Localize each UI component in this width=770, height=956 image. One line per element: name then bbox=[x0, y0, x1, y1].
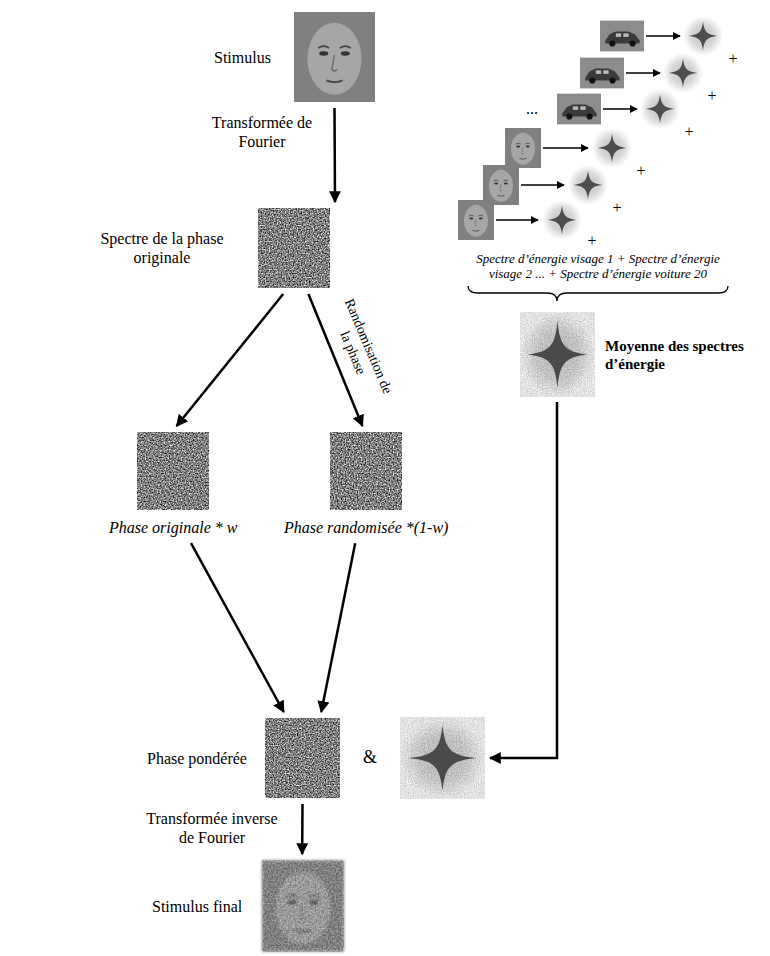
illustration-part bbox=[262, 860, 344, 952]
image-box: Phase randomisée *(1-w) bbox=[330, 432, 402, 510]
phase-noise bbox=[258, 208, 330, 288]
illustration-part bbox=[600, 21, 644, 52]
annotation-label: ... bbox=[524, 99, 540, 118]
sum-brace bbox=[468, 286, 728, 301]
flow-arrow bbox=[191, 543, 284, 712]
stimulus-face bbox=[294, 12, 375, 102]
illustration-part bbox=[580, 58, 624, 89]
illustration-part bbox=[265, 718, 340, 798]
illustration-part bbox=[640, 89, 680, 129]
annotation-label: + bbox=[727, 49, 740, 68]
image-box: Stimulus final bbox=[262, 860, 344, 952]
annotation-label: + bbox=[611, 198, 624, 217]
illustration-part bbox=[490, 402, 557, 758]
edge-label: Transformée de Fourier bbox=[198, 113, 327, 151]
illustration-part bbox=[483, 165, 519, 205]
node-label: Moyenne des spectres d’énergie bbox=[605, 337, 745, 373]
image-box: Stimulus bbox=[293, 12, 376, 102]
flow-arrow bbox=[177, 294, 284, 426]
illustration-part bbox=[663, 53, 703, 93]
image-box: Spectre de la phase originale bbox=[258, 208, 330, 288]
small-arrows bbox=[496, 36, 680, 220]
thumbnail-spectra bbox=[542, 16, 723, 240]
illustration-part bbox=[626, 72, 660, 74]
annotation-label: & bbox=[361, 747, 379, 769]
illustration-part bbox=[137, 432, 209, 510]
edge-label: Transformée inverse de Fourier bbox=[135, 809, 289, 847]
illustration-part bbox=[542, 200, 582, 240]
illustration-part bbox=[520, 312, 595, 397]
node-label: Phase originale * w bbox=[109, 518, 237, 537]
illustration-part bbox=[543, 147, 588, 149]
annotation-label: Spectre d’énergie visage 1 + Spectre d’é… bbox=[459, 251, 738, 282]
illustration-part bbox=[262, 860, 344, 951]
illustration-part bbox=[496, 219, 538, 221]
flow-arrow bbox=[333, 108, 336, 202]
illustration-part bbox=[400, 717, 485, 799]
image-box: Phase originale * w bbox=[137, 432, 209, 510]
illustration-part bbox=[458, 200, 494, 240]
illustration-part bbox=[262, 860, 344, 951]
node-label: Stimulus bbox=[214, 48, 271, 67]
phase-noise bbox=[137, 432, 209, 510]
illustration-part bbox=[592, 128, 632, 168]
flow-arrow bbox=[301, 804, 304, 854]
flow-arrow bbox=[321, 543, 355, 712]
energy-spectrum bbox=[520, 312, 595, 397]
phase-noise bbox=[265, 718, 340, 798]
energy-spectrum bbox=[400, 717, 485, 799]
illustration-part bbox=[646, 35, 680, 37]
annotation-label: + bbox=[635, 161, 648, 180]
node-label: Spectre de la phase originale bbox=[82, 229, 242, 267]
illustration-part bbox=[557, 94, 601, 125]
final-face bbox=[262, 860, 344, 952]
edge-label: Randomisation de la phase bbox=[322, 291, 397, 409]
image-box: Phase pondérée bbox=[265, 718, 340, 798]
image-box: Moyenne des spectres d’énergie bbox=[520, 312, 595, 397]
illustration-part bbox=[521, 184, 564, 186]
node-label: Stimulus final bbox=[152, 897, 242, 916]
node-label: Phase pondérée bbox=[147, 749, 247, 768]
mean-arrow bbox=[490, 402, 557, 758]
illustration-part bbox=[330, 432, 402, 510]
illustration-part bbox=[258, 208, 330, 288]
node-label: Phase randomisée *(1-w) bbox=[284, 518, 448, 537]
annotation-label: + bbox=[706, 86, 719, 105]
annotation-label: + bbox=[683, 122, 696, 141]
phase-noise bbox=[330, 432, 402, 510]
illustration-part bbox=[603, 108, 637, 110]
illustration-part bbox=[568, 165, 608, 205]
illustration-part bbox=[505, 128, 541, 168]
annotation-label: + bbox=[586, 231, 599, 250]
illustration-part bbox=[468, 286, 728, 301]
illustration-part bbox=[683, 16, 723, 56]
face-thumbnails bbox=[458, 128, 541, 240]
illustration-part bbox=[294, 12, 375, 102]
